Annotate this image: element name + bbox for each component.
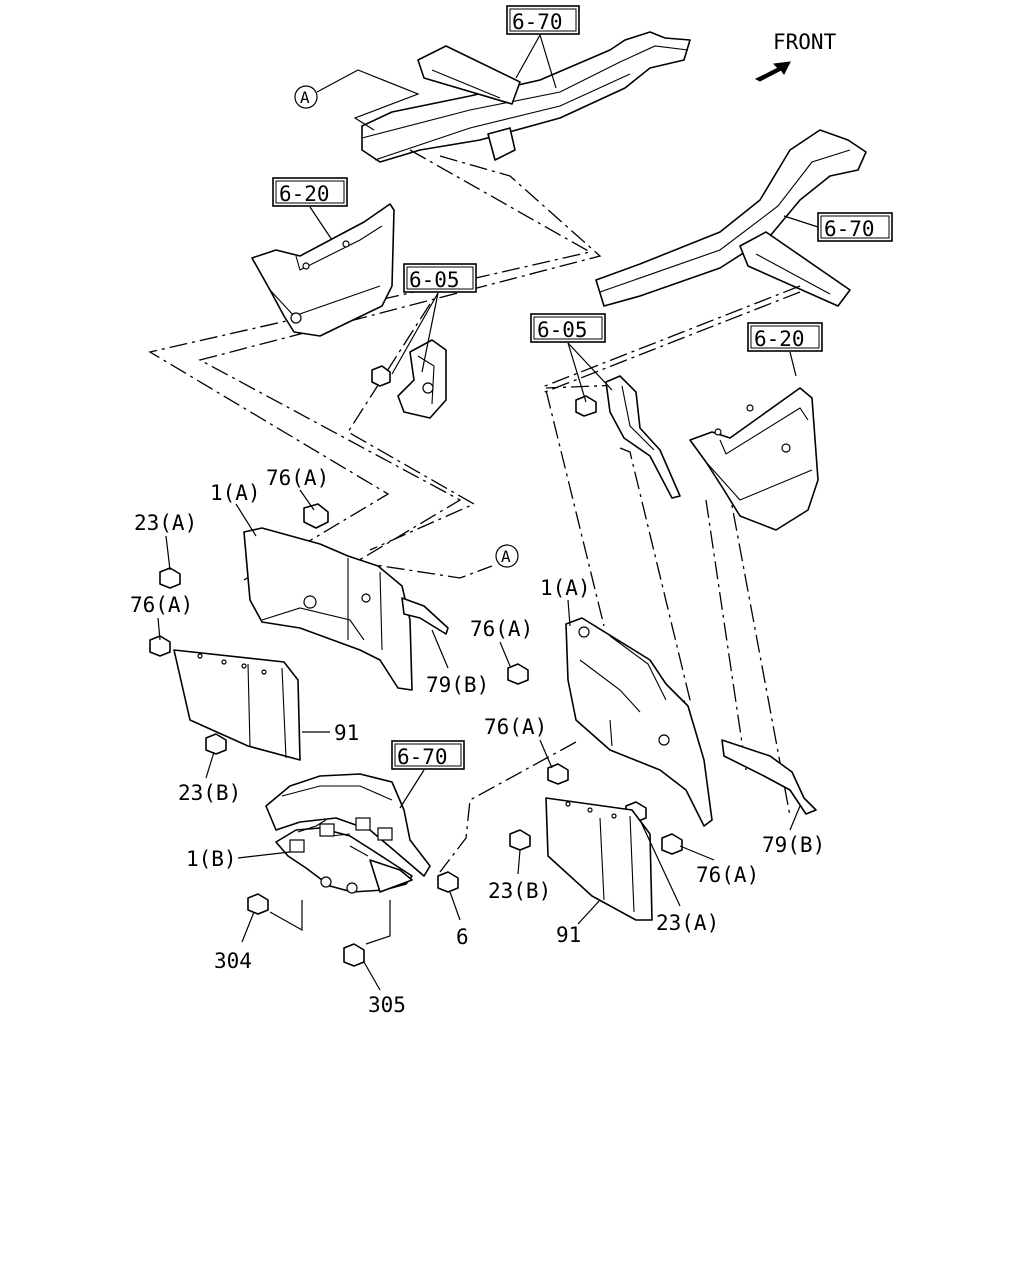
ref-6-70-mid-box: [391, 740, 465, 770]
callout-b-1b[interactable]: 1(B): [186, 847, 237, 871]
callout-l-23a[interactable]: 23(A): [134, 511, 197, 535]
right-mudguard-1a: [507, 617, 817, 855]
circle-a-top-label: A: [300, 88, 310, 107]
callout-l-79b[interactable]: 79(B): [426, 673, 489, 697]
right-bracket-6-20: [689, 387, 819, 531]
ref-6-05-left[interactable]: 6-05: [409, 268, 460, 292]
top-frame-rail: [361, 31, 691, 163]
circle-a-top: [294, 85, 318, 109]
bolt-305: [343, 943, 365, 967]
ref-6-20-right-box: [747, 322, 823, 352]
callout-l-76a-top[interactable]: 76(A): [266, 466, 329, 490]
callout-r-1a[interactable]: 1(A): [540, 576, 591, 600]
callout-r-23b[interactable]: 23(B): [488, 879, 551, 903]
ref-6-05-right-box: [530, 313, 606, 343]
circle-a-mid-label: A: [501, 547, 511, 566]
right-frame-rail: [595, 129, 867, 307]
callout-r-76a-top[interactable]: 76(A): [470, 617, 533, 641]
bolt-304: [247, 893, 269, 915]
callout-b-6[interactable]: 6: [456, 925, 469, 949]
callout-r-79b[interactable]: 79(B): [762, 833, 825, 857]
ref-6-70-top-box: [506, 5, 580, 35]
ref-6-70-right-box: [817, 212, 893, 242]
callout-r-76a-mid[interactable]: 76(A): [484, 715, 547, 739]
ref-6-70-mid[interactable]: 6-70: [397, 745, 448, 769]
callout-b-304[interactable]: 304: [214, 949, 252, 973]
right-mudflap-91: [509, 797, 653, 921]
ref-6-70-right[interactable]: 6-70: [824, 217, 875, 241]
ref-6-05-left-box: [403, 263, 477, 293]
callout-r-76a-low[interactable]: 76(A): [696, 863, 759, 887]
left-mudguard-1a: [149, 503, 449, 691]
front-arrow-icon: [754, 61, 791, 82]
right-bracket-6-05: [575, 375, 681, 499]
callout-l-1a[interactable]: 1(A): [210, 481, 261, 505]
left-mudflap-91: [173, 649, 301, 761]
callout-l-91[interactable]: 91: [334, 721, 359, 745]
callout-b-305[interactable]: 305: [368, 993, 406, 1017]
ref-6-20-left[interactable]: 6-20: [279, 182, 330, 206]
bottom-bracket-1b: [265, 773, 431, 894]
circle-a-mid: [495, 544, 519, 568]
dashed-connection-lines: [148, 149, 801, 873]
left-bracket-6-05: [371, 339, 447, 419]
nut-6: [437, 871, 459, 893]
front-label: FRONT: [773, 30, 837, 54]
callout-l-76a-side[interactable]: 76(A): [130, 593, 193, 617]
callout-r-23a[interactable]: 23(A): [656, 911, 719, 935]
callout-r-91[interactable]: 91: [556, 923, 581, 947]
ref-6-20-right[interactable]: 6-20: [754, 327, 805, 351]
ref-6-70-top[interactable]: 6-70: [512, 10, 563, 34]
callout-l-23b[interactable]: 23(B): [178, 781, 241, 805]
ref-6-20-left-box: [272, 177, 348, 207]
ref-6-05-right[interactable]: 6-05: [537, 318, 588, 342]
left-bracket-6-20: [251, 203, 395, 337]
